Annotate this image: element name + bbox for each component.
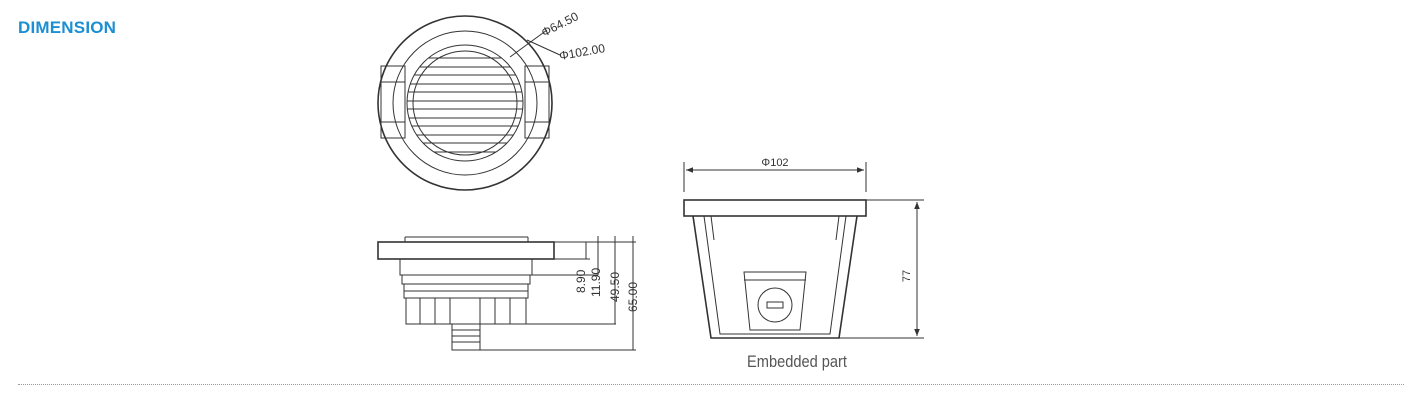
embedded-part-view	[683, 162, 924, 339]
embedded-part-caption: Embedded part	[747, 352, 847, 371]
dim-outer-diameter: Φ102.00	[558, 41, 606, 63]
dim-65-00: 65.00	[626, 282, 640, 312]
dim-width-102: Φ102	[761, 157, 788, 169]
section-divider	[18, 384, 1404, 385]
dim-8-90: 8.90	[574, 269, 588, 293]
dim-inner-diameter: Φ64.50	[539, 9, 581, 40]
section-title: DIMENSION	[18, 18, 117, 37]
top-view	[377, 15, 561, 191]
dim-height-77: 77	[901, 270, 913, 282]
side-view	[377, 236, 636, 351]
dim-11-90: 11.90	[589, 268, 603, 297]
dim-49-50: 49.50	[608, 272, 622, 302]
